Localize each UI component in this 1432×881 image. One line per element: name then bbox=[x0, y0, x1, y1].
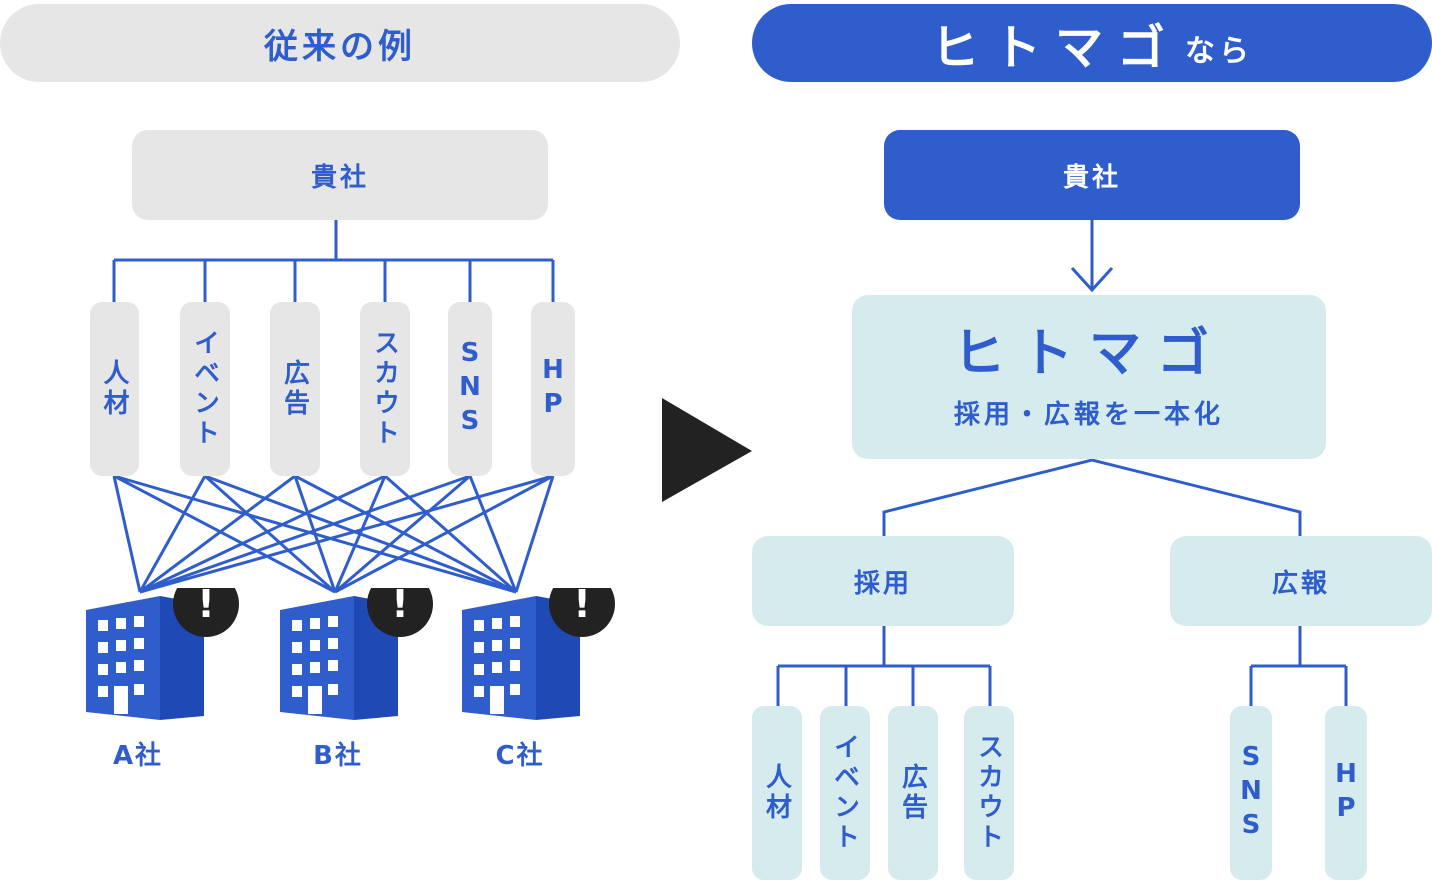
connection-line bbox=[138, 475, 207, 593]
right-item-scout: スカウト bbox=[964, 706, 1014, 880]
item-label: 広告 bbox=[897, 763, 928, 823]
connection-line bbox=[333, 475, 387, 593]
right-item-hp: HP bbox=[1325, 706, 1367, 880]
group-label: 広報 bbox=[1271, 568, 1330, 599]
channel-label: 人材 bbox=[99, 359, 129, 419]
building-b: ! bbox=[280, 571, 440, 728]
connection-line bbox=[334, 474, 471, 594]
right-company-box: 貴社 bbox=[884, 130, 1300, 220]
building-c: ! bbox=[462, 571, 622, 728]
connection-line bbox=[384, 474, 517, 594]
right-header-suffix: なら bbox=[1185, 34, 1253, 69]
hub-title: ヒトマゴ bbox=[952, 323, 1225, 384]
connection-line bbox=[139, 474, 554, 594]
item-label: スカウト bbox=[973, 733, 1004, 853]
alert-icon bbox=[173, 571, 239, 637]
left-company-box: 貴社 bbox=[132, 130, 548, 220]
connection-line bbox=[334, 474, 554, 594]
svg-text:!: ! bbox=[573, 588, 590, 626]
connection-line bbox=[514, 475, 555, 593]
connection-line bbox=[112, 475, 142, 593]
connection-line bbox=[139, 474, 471, 594]
left-channel-sns: SNS bbox=[448, 302, 492, 476]
group-box-recruit: 採用 bbox=[752, 536, 1014, 626]
right-item-ad: 広告 bbox=[888, 706, 938, 880]
connection-line bbox=[294, 474, 517, 594]
building-icon: ! bbox=[462, 571, 615, 720]
channel-label: イベント bbox=[189, 329, 220, 449]
hub-subtitle: 採用・広報を一本化 bbox=[953, 399, 1224, 430]
item-label: 人材 bbox=[761, 763, 792, 823]
right-header-brand: ヒトマゴ bbox=[930, 20, 1179, 76]
connection-line bbox=[468, 475, 518, 593]
left-channel-scout: スカウト bbox=[360, 302, 410, 476]
building-icon: ! bbox=[86, 571, 239, 720]
left-channel-ad: 広告 bbox=[270, 302, 320, 476]
left-header-text: 従来の例 bbox=[264, 26, 416, 67]
alert-icon bbox=[367, 571, 433, 637]
right-header: ヒトマゴ なら bbox=[752, 4, 1432, 82]
connection-line bbox=[113, 474, 336, 594]
client-label-a: A社 bbox=[112, 741, 164, 771]
svg-text:!: ! bbox=[197, 588, 214, 626]
group-box-pr: 広報 bbox=[1170, 536, 1432, 626]
client-label-c: C社 bbox=[495, 741, 545, 771]
play-triangle-icon bbox=[662, 398, 752, 502]
connection-line bbox=[293, 475, 337, 593]
channel-label: HP bbox=[538, 355, 568, 423]
client-label-b: B社 bbox=[313, 741, 363, 771]
left-header: 従来の例 bbox=[0, 4, 680, 82]
item-label: イベント bbox=[829, 733, 860, 853]
channel-label: 広告 bbox=[279, 359, 310, 419]
right-item-jinzai: 人材 bbox=[752, 706, 802, 880]
right-item-sns: SNS bbox=[1230, 706, 1272, 880]
item-label: SNS bbox=[1236, 742, 1266, 844]
right-item-event: イベント bbox=[820, 706, 870, 880]
group-label: 採用 bbox=[853, 568, 912, 599]
left-company-label: 貴社 bbox=[310, 162, 369, 193]
channel-label: スカウト bbox=[369, 329, 400, 449]
building-icon: ! bbox=[280, 571, 433, 720]
channel-label: SNS bbox=[455, 338, 485, 440]
connection-line bbox=[204, 474, 336, 594]
left-channel-event: イベント bbox=[180, 302, 230, 476]
connection-line bbox=[139, 474, 386, 594]
connection-line bbox=[139, 474, 296, 594]
left-channel-jinzai: 人材 bbox=[90, 302, 139, 476]
svg-text:!: ! bbox=[391, 588, 408, 626]
left-channel-hp: HP bbox=[531, 302, 575, 476]
right-company-label: 貴社 bbox=[1062, 162, 1121, 193]
building-a: ! bbox=[86, 571, 246, 728]
item-label: HP bbox=[1331, 759, 1361, 827]
alert-icon bbox=[549, 571, 615, 637]
hitomago-hub-box: ヒトマゴ 採用・広報を一本化 bbox=[852, 295, 1326, 459]
